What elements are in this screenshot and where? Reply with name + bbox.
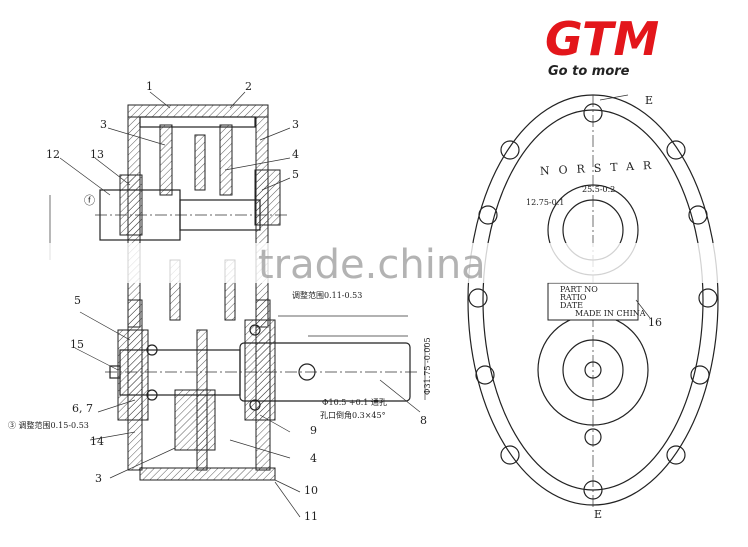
part-label-8: 8 bbox=[420, 414, 427, 427]
watermark: trade.china bbox=[258, 242, 486, 288]
section-view: 1 2 3 3 4 5 12 13 5 15 6, 7 14 3 4 10 11… bbox=[8, 80, 432, 523]
part-label-14: 14 bbox=[90, 435, 104, 448]
part-label-9: 9 bbox=[310, 424, 317, 437]
part-label-3a: 3 bbox=[100, 118, 107, 131]
bottom-cover bbox=[139, 467, 276, 481]
hole-note: Φ10.5 +0.1 通孔 bbox=[322, 397, 387, 407]
front-view: E E NORSTAR 25.5-0.2 12.75-0.1 PART NO R… bbox=[467, 94, 719, 521]
part-label-1: 1 bbox=[146, 80, 153, 93]
part-label-3c: 3 bbox=[95, 472, 102, 485]
gear-bottom bbox=[174, 389, 216, 451]
part-label-16: 16 bbox=[648, 316, 662, 329]
part-label-12: 12 bbox=[46, 148, 60, 161]
dim-key-depth: 12.75-0.1 bbox=[526, 198, 564, 207]
section-mark-top: E bbox=[645, 94, 653, 107]
gtm-logo: GTM Go to more bbox=[545, 12, 659, 79]
shaft-dia-note: Φ31.75 -0.005 bbox=[423, 337, 432, 395]
gear-left-top bbox=[159, 124, 173, 196]
part-label-5b: 5 bbox=[74, 294, 81, 307]
section-mark-bottom: E bbox=[594, 508, 602, 521]
part-label-13: 13 bbox=[90, 148, 104, 161]
nameplate-field-part: PART NO bbox=[560, 285, 598, 294]
part-label-4b: 4 bbox=[310, 452, 317, 465]
part-label-6-7: 6, 7 bbox=[72, 402, 93, 415]
dim-key-width: 25.5-0.2 bbox=[582, 185, 615, 194]
part-label-4a: 4 bbox=[292, 148, 299, 161]
logo-brand: GTM bbox=[545, 12, 659, 66]
part-label-10: 10 bbox=[304, 484, 318, 497]
flag-mark: ⓕ bbox=[84, 194, 95, 207]
part-label-2: 2 bbox=[245, 80, 252, 93]
adjust-range-top: 调整范围0.11-0.53 bbox=[292, 290, 362, 300]
nameplate-footer: MADE IN CHINA bbox=[575, 309, 646, 318]
chamfer-note: 孔口倒角0.3×45° bbox=[320, 410, 386, 420]
gear-right-top bbox=[219, 124, 233, 196]
bolts bbox=[468, 103, 718, 500]
logo-tagline: Go to more bbox=[548, 64, 630, 79]
nameplate-field-ratio: RATIO bbox=[560, 293, 587, 302]
part-label-3b: 3 bbox=[292, 118, 299, 131]
nameplate-field-date: DATE bbox=[560, 301, 583, 310]
part-label-5a: 5 bbox=[292, 168, 299, 181]
top-cover bbox=[127, 104, 269, 118]
cross-hole bbox=[298, 363, 316, 381]
nameplate: PART NO RATIO DATE MADE IN CHINA bbox=[547, 282, 646, 321]
adjust-range-bottom: ③ 调整范围0.15-0.53 bbox=[8, 420, 89, 430]
part-label-11: 11 bbox=[304, 510, 318, 523]
part-label-15: 15 bbox=[70, 338, 84, 351]
norstar-text: NORSTAR bbox=[540, 158, 661, 177]
